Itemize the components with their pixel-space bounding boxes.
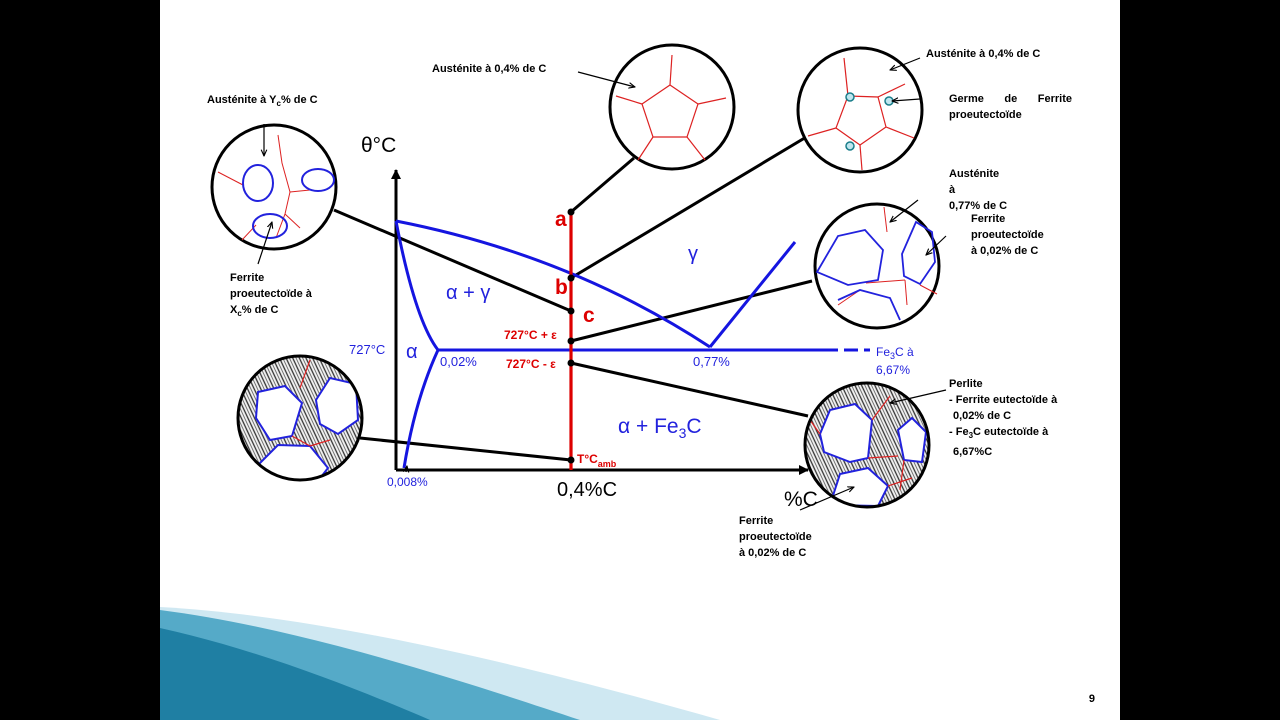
alloy-label: 0,4%C — [557, 479, 617, 501]
decorative-wave — [160, 607, 720, 720]
micro-pearlite-right — [803, 381, 931, 509]
iron-carbon-diagram: θ°C %C 0,4%C a b c γ α + γ α α + Fe3C 72… — [160, 43, 947, 720]
micro-austenite-yc — [210, 123, 338, 251]
label-germe-ferrite: Germe de Ferrite proeutectoïde — [949, 93, 1072, 121]
label-ferrite-bottom: Ferrite proeutectoïde à 0,02% de C — [739, 515, 812, 559]
micro-ferrite-proeutectoid — [813, 202, 941, 330]
carbon-077-label: 0,77% — [693, 354, 730, 369]
label-ferrite-002: Ferrite proeutectoïde à 0,02% de C — [971, 213, 1044, 257]
connector-t-amb — [359, 436, 572, 462]
temp-727-label: 727°C — [349, 342, 385, 357]
acm-line — [708, 241, 797, 348]
label-perlite: Perlite - Ferrite eutectoïde à 0,02% de … — [949, 378, 1058, 459]
carbon-0008-label: 0,008% — [387, 475, 428, 489]
alpha-solvus — [402, 349, 440, 469]
micro-austenite-04 — [608, 43, 736, 171]
fe3c-label-line2: 6,67% — [876, 363, 910, 377]
a3-line — [395, 219, 711, 349]
temp-minus-label: 727°C - ε — [506, 357, 556, 371]
phase-boundaries — [394, 219, 870, 469]
slide: θ°C %C 0,4%C a b c γ α + γ α α + Fe3C 72… — [160, 0, 1120, 720]
connector-austenite-yc — [333, 208, 572, 313]
connector-727-minus — [570, 361, 809, 418]
connector-point-b — [570, 128, 819, 280]
micro-ferrite-germs — [796, 46, 924, 174]
x-axis-label: %C — [784, 488, 818, 511]
connector-lines — [333, 128, 819, 462]
phase-alpha: α — [406, 341, 418, 363]
annotation-arrows — [257, 57, 947, 511]
connector-727-plus — [570, 279, 813, 343]
page-number: 9 — [1088, 693, 1095, 705]
label-austenite-077: Austénite à 0,77% de C — [949, 168, 1008, 212]
carbon-002-label: 0,02% — [440, 354, 477, 369]
phase-alpha-gamma: α + γ — [446, 282, 490, 304]
label-austenite-yc: Austénite à Yc% de C — [207, 94, 318, 109]
label-ferrite-xc: Ferrite proeutectoïde à Xc% de C — [230, 272, 312, 319]
axes — [391, 169, 809, 475]
temp-plus-label: 727°C + ε — [504, 328, 557, 342]
label-austenite-04-a: Austénite à 0,4% de C — [432, 63, 547, 75]
phase-gamma: γ — [688, 243, 698, 265]
fe3c-label-line1: Fe3C à — [876, 345, 914, 361]
connector-point-a — [570, 156, 635, 214]
phase-alpha-fe3c: α + Fe3C — [618, 415, 702, 441]
alpha-gamma-boundary — [394, 220, 440, 351]
micro-pearlite-left — [236, 354, 364, 482]
y-axis-label: θ°C — [361, 134, 396, 157]
alloy-points — [567, 208, 575, 464]
point-a: a — [555, 208, 567, 231]
point-c: c — [583, 304, 595, 327]
point-b: b — [555, 276, 568, 299]
label-austenite-04-b: Austénite à 0,4% de C — [926, 48, 1041, 60]
t-amb-label: T°Camb — [577, 452, 617, 469]
